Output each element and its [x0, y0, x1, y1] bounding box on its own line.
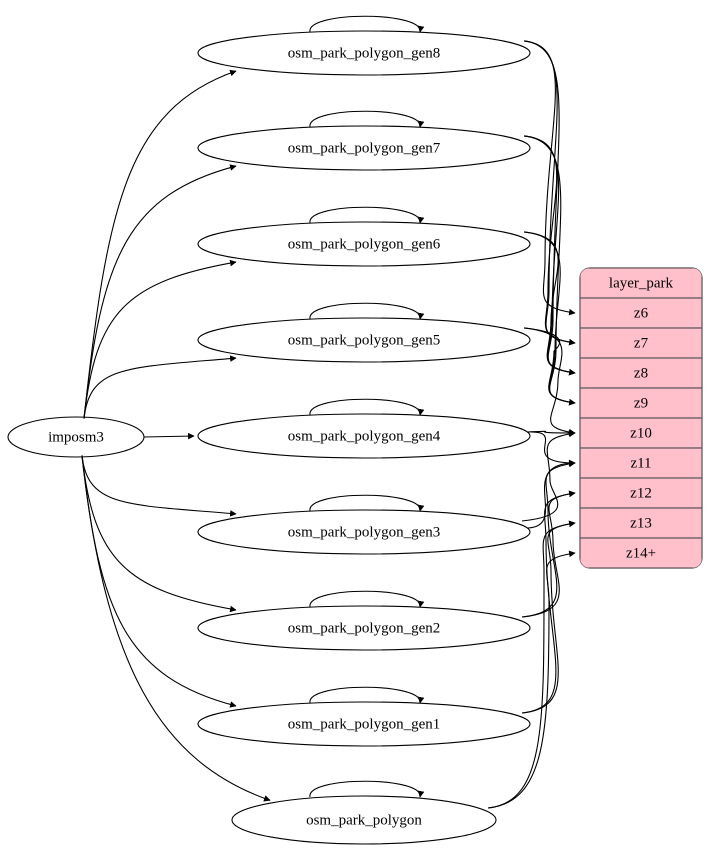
node-gen4-ellipse[interactable]	[197, 413, 531, 459]
table-row-label-z8: z8	[634, 365, 648, 381]
table-row-label-z6: z6	[634, 305, 649, 321]
edge-gen8-to-z8	[523, 40, 576, 376]
node-gen3-ellipse[interactable]	[197, 509, 531, 555]
edge-self-loop-poly	[309, 780, 425, 798]
node-gen6-label: osm_park_polygon_gen6	[288, 236, 441, 252]
table-row-z10[interactable]	[580, 417, 702, 449]
edge-poly-to-z14+	[487, 550, 576, 809]
node-gen2-ellipse[interactable]	[197, 605, 531, 651]
edge-gen2-to-z11	[521, 460, 576, 618]
table-row-label-z12: z12	[630, 485, 652, 501]
table-row-label-z13: z13	[630, 515, 652, 531]
edge-imposm3-to-gen4	[143, 432, 195, 440]
edge-self-loop-gen8	[309, 15, 425, 33]
node-poly-ellipse[interactable]	[231, 795, 497, 845]
edges-layer	[81, 15, 576, 809]
table-row-label-z10: z10	[630, 425, 652, 441]
edge-imposm3-to-gen8	[83, 69, 237, 419]
source-node-imposm3-label: imposm3	[48, 429, 104, 445]
table-row-z13[interactable]	[580, 507, 702, 539]
table-row-label-z11: z11	[630, 455, 651, 471]
node-gen1-ellipse[interactable]	[197, 701, 531, 747]
edge-self-loop-gen2	[309, 590, 425, 608]
edge-gen5-to-z10	[523, 327, 576, 436]
edge-gen4-to-z11	[527, 431, 576, 467]
node-gen5-label: osm_park_polygon_gen5	[288, 332, 440, 348]
table-title: layer_park	[609, 275, 674, 291]
table-row-label-z14+: z14+	[626, 545, 656, 561]
edge-self-loop-gen6	[309, 206, 425, 224]
edge-gen5-to-z9	[523, 327, 576, 406]
edge-gen3-to-z11	[527, 459, 576, 529]
node-gen7-label: osm_park_polygon_gen7	[288, 140, 441, 156]
node-gen8-label: osm_park_polygon_gen8	[288, 45, 440, 61]
edge-imposm3-to-poly	[81, 455, 271, 802]
node-gen3-label: osm_park_polygon_gen3	[288, 524, 440, 540]
edge-gen1-to-z13	[521, 520, 576, 714]
node-poly-label: osm_park_polygon	[306, 812, 422, 828]
node-gen6-ellipse[interactable]	[197, 221, 531, 267]
layer-park-table: layer_park z6 z7 z8 z9 z10 z11 z12 z13 z14+	[579, 267, 703, 569]
table-row-z14+[interactable]	[580, 537, 702, 568]
edge-imposm3-to-gen5	[83, 355, 237, 419]
edge-self-loop-gen4	[309, 398, 425, 416]
table-row-label-z7: z7	[634, 335, 649, 351]
edge-imposm3-to-gen3	[81, 455, 237, 517]
edge-gen4-to-z10	[527, 429, 576, 437]
edge-self-loop-gen5	[309, 302, 425, 320]
nodes-layer: imposm3 osm_park_polygon_gen8 osm_park_pol…	[7, 30, 531, 845]
edge-imposm3-to-gen2	[81, 455, 237, 613]
table-row-z8[interactable]	[580, 357, 702, 389]
table-row-z11[interactable]	[580, 447, 702, 479]
edge-self-loop-gen7	[309, 110, 425, 128]
edge-poly-to-z13	[487, 520, 576, 809]
node-gen1-label: osm_park_polygon_gen1	[288, 716, 440, 732]
edge-self-loop-gen1	[309, 686, 425, 704]
edge-imposm3-to-gen7	[83, 164, 237, 419]
edge-self-loop-gen3	[309, 494, 425, 512]
node-gen4-label: osm_park_polygon_gen4	[288, 428, 441, 444]
edge-imposm3-to-gen6	[83, 259, 237, 419]
node-gen7-ellipse[interactable]	[197, 125, 531, 171]
edge-imposm3-to-gen1	[81, 455, 237, 708]
node-gen8-ellipse[interactable]	[197, 30, 531, 76]
edge-gen6-to-z8	[523, 231, 576, 376]
table-row-label-z9: z9	[634, 395, 648, 411]
edge-gen8-to-z7	[523, 40, 576, 346]
node-gen2-label: osm_park_polygon_gen2	[288, 620, 440, 636]
node-gen5-ellipse[interactable]	[197, 317, 531, 363]
edge-gen3-to-z10	[521, 430, 576, 522]
source-node-imposm3-ellipse[interactable]	[7, 416, 145, 458]
